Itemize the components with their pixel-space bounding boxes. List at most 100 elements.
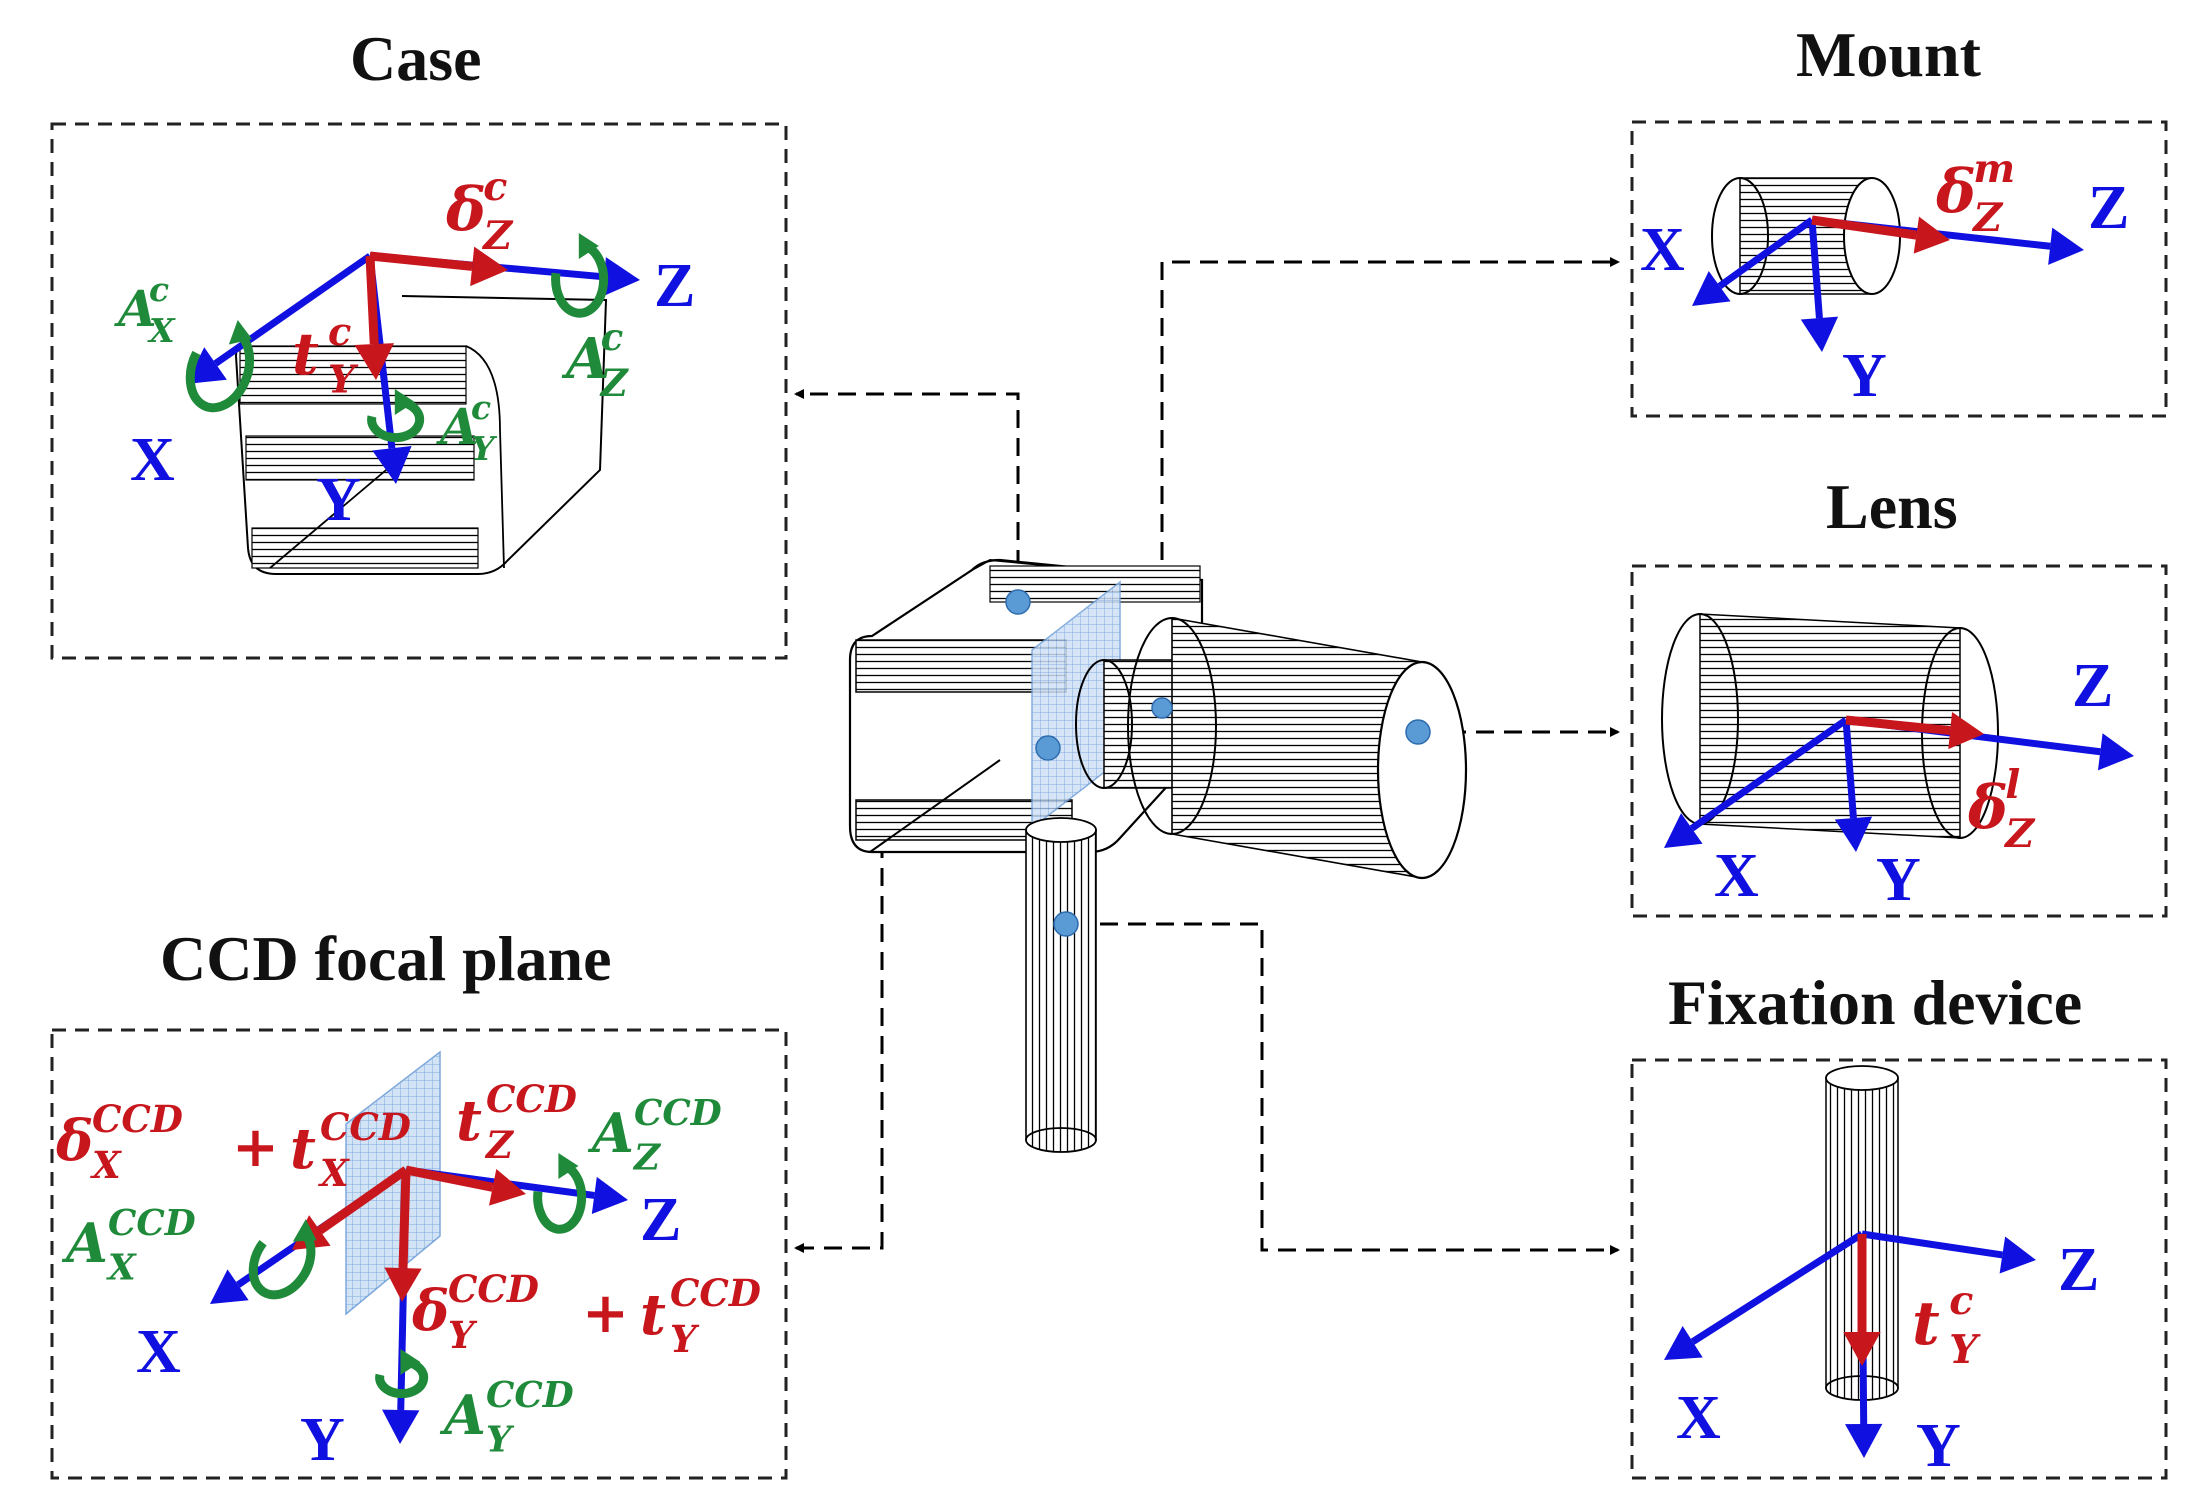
fixation-box xyxy=(1630,1058,2168,1480)
ccd-delta-y-arrow xyxy=(384,1169,422,1302)
lens-delta-z-arrow xyxy=(1845,711,1984,750)
lens-z-label: Z xyxy=(2072,652,2113,720)
svg-text:A: A xyxy=(561,326,609,392)
svg-text:δ: δ xyxy=(1935,157,1976,227)
case-x-label: X xyxy=(130,426,175,494)
ccd-z-label: Z xyxy=(640,1186,681,1254)
fixation-axis-z xyxy=(1861,1230,2036,1274)
svg-text:Y: Y xyxy=(328,358,359,403)
svg-text:CCD: CCD xyxy=(448,1267,539,1311)
fixation-y-label: Y xyxy=(1916,1412,1961,1480)
case-z-label: Z xyxy=(654,252,695,320)
fixation-x-label: X xyxy=(1676,1384,1721,1452)
fixation-z-label: Z xyxy=(2058,1236,2099,1304)
svg-text:Z: Z xyxy=(599,361,630,405)
svg-text:Y: Y xyxy=(471,429,498,468)
mount-delta-z-arrow xyxy=(1811,215,1950,254)
svg-text:CCD: CCD xyxy=(92,1097,183,1141)
ccd-plus-x: + xyxy=(232,1114,279,1180)
svg-text:Z: Z xyxy=(1971,195,2004,241)
svg-text:CCD: CCD xyxy=(634,1093,722,1134)
lens-delta-z-label: δlZ xyxy=(1967,762,2036,857)
case-delta-z-label: δcZ xyxy=(445,164,514,259)
case-delta-z-arrow xyxy=(369,246,508,287)
mount-axis-y xyxy=(1800,219,1839,352)
mount-axis-x xyxy=(1692,217,1815,306)
svg-text:t: t xyxy=(1912,1289,1940,1359)
svg-text:c: c xyxy=(328,310,351,355)
case-axis-x xyxy=(186,253,372,384)
ccd-plus-y: + xyxy=(582,1280,629,1346)
svg-text:CCD: CCD xyxy=(486,1077,577,1121)
svg-text:c: c xyxy=(1949,1278,1973,1324)
case-rot-y xyxy=(367,389,425,443)
ccd-y-label: Y xyxy=(300,1406,345,1474)
case-a-z-label: AcZ xyxy=(561,315,630,405)
svg-text:X: X xyxy=(147,311,176,350)
svg-text:c: c xyxy=(483,164,507,210)
case-rot-z xyxy=(551,233,609,318)
ccd-rot-x xyxy=(248,1219,317,1300)
case-a-x-label: AcX xyxy=(114,270,176,350)
svg-text:CCD: CCD xyxy=(670,1271,761,1315)
fixation-cylinder-top xyxy=(1825,1065,1899,1091)
svg-text:c: c xyxy=(601,315,624,359)
point-fixation xyxy=(1053,911,1079,937)
svg-text:t: t xyxy=(292,320,319,388)
svg-text:X: X xyxy=(90,1143,122,1187)
svg-text:Z: Z xyxy=(484,1123,515,1167)
connector-fixation xyxy=(1072,922,1620,1255)
svg-text:m: m xyxy=(1973,146,2015,192)
svg-text:A: A xyxy=(587,1101,634,1165)
lens-x-label: X xyxy=(1714,842,1759,910)
svg-text:c: c xyxy=(149,270,169,309)
svg-text:Y: Y xyxy=(670,1317,700,1361)
lens-y-label: Y xyxy=(1876,846,1921,914)
svg-text:Z: Z xyxy=(2003,811,2036,857)
svg-text:A: A xyxy=(114,279,157,338)
mount-x-label: X xyxy=(1640,216,1685,284)
mount-z-label: Z xyxy=(2088,174,2129,242)
ccd-rot-y xyxy=(375,1349,429,1399)
svg-text:l: l xyxy=(2005,762,2020,808)
svg-text:Y: Y xyxy=(1949,1327,1981,1373)
svg-text:A: A xyxy=(436,397,479,456)
ccd-box xyxy=(50,1028,788,1480)
point-case xyxy=(1005,589,1031,615)
svg-text:t: t xyxy=(640,1282,666,1348)
lens-axis-x xyxy=(1664,717,1849,848)
svg-text:X: X xyxy=(106,1247,137,1288)
mount-delta-z-label: δmZ xyxy=(1935,146,2015,241)
svg-text:CCD: CCD xyxy=(108,1203,196,1244)
svg-text:δ: δ xyxy=(445,175,486,245)
mount-box xyxy=(1630,120,2168,418)
case-model xyxy=(234,295,608,575)
mount-title: Mount xyxy=(1796,19,1981,90)
mount-y-label: Y xyxy=(1842,342,1887,410)
svg-text:X: X xyxy=(318,1151,350,1195)
svg-text:CCD: CCD xyxy=(320,1105,411,1149)
camera-assembly xyxy=(848,558,1468,1153)
svg-text:CCD: CCD xyxy=(486,1375,574,1416)
svg-text:Y: Y xyxy=(486,1419,515,1460)
svg-text:Z: Z xyxy=(632,1137,662,1178)
case-y-label: Y xyxy=(316,466,361,534)
ccd-x-label: X xyxy=(136,1318,181,1386)
case-a-y-label: AcY xyxy=(436,388,498,468)
lens-axis-y xyxy=(1834,719,1873,852)
ccd-t-z-arrow xyxy=(405,1165,526,1206)
point-mount xyxy=(1151,697,1173,719)
ccd-title: CCD focal plane xyxy=(160,923,612,994)
lens-title: Lens xyxy=(1826,471,1958,542)
lens-box xyxy=(1630,564,2168,918)
connector-ccd xyxy=(794,746,1042,1253)
